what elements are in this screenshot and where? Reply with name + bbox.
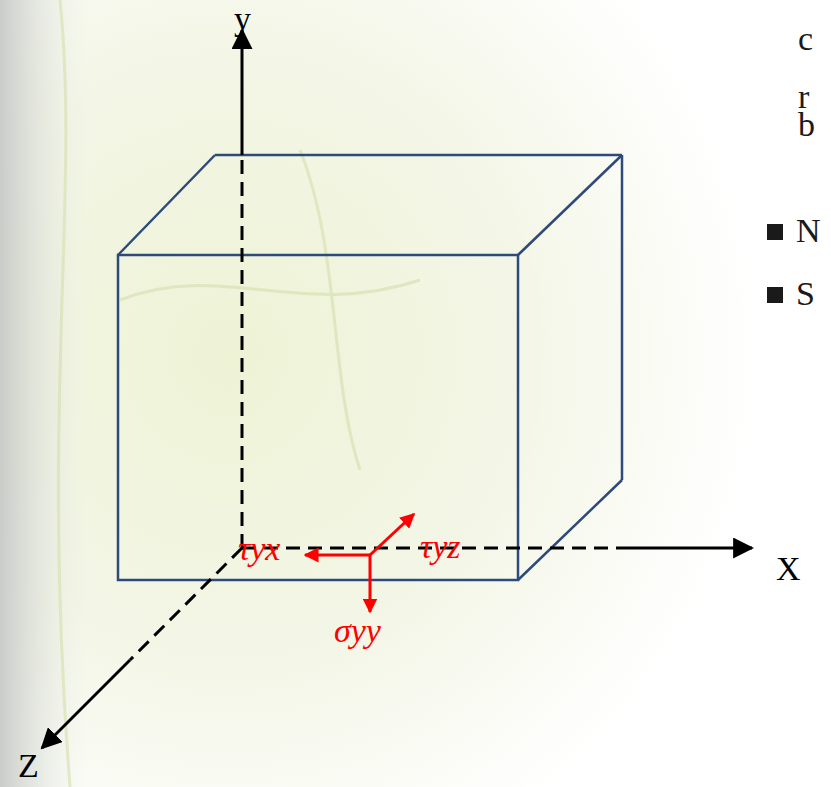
photo-strip: [0, 0, 90, 787]
cut-text: S: [796, 277, 815, 311]
photo-background: [0, 0, 760, 787]
axis-label: X: [776, 552, 801, 586]
bullet-squares: [767, 224, 783, 303]
stress-arrows: [305, 514, 414, 612]
cube-outline: [118, 155, 622, 580]
cut-text: N: [796, 214, 821, 248]
stress-label: σyy: [334, 614, 381, 648]
stress-label: τyz: [420, 530, 461, 564]
coordinate-axes: [42, 30, 752, 748]
stress-label: τyx: [238, 532, 280, 566]
cut-text: c: [798, 22, 813, 56]
axis-label: Z: [18, 749, 39, 783]
axis-label: y: [234, 2, 251, 36]
faded-vine: [58, 0, 420, 787]
cut-text: b: [798, 108, 815, 142]
